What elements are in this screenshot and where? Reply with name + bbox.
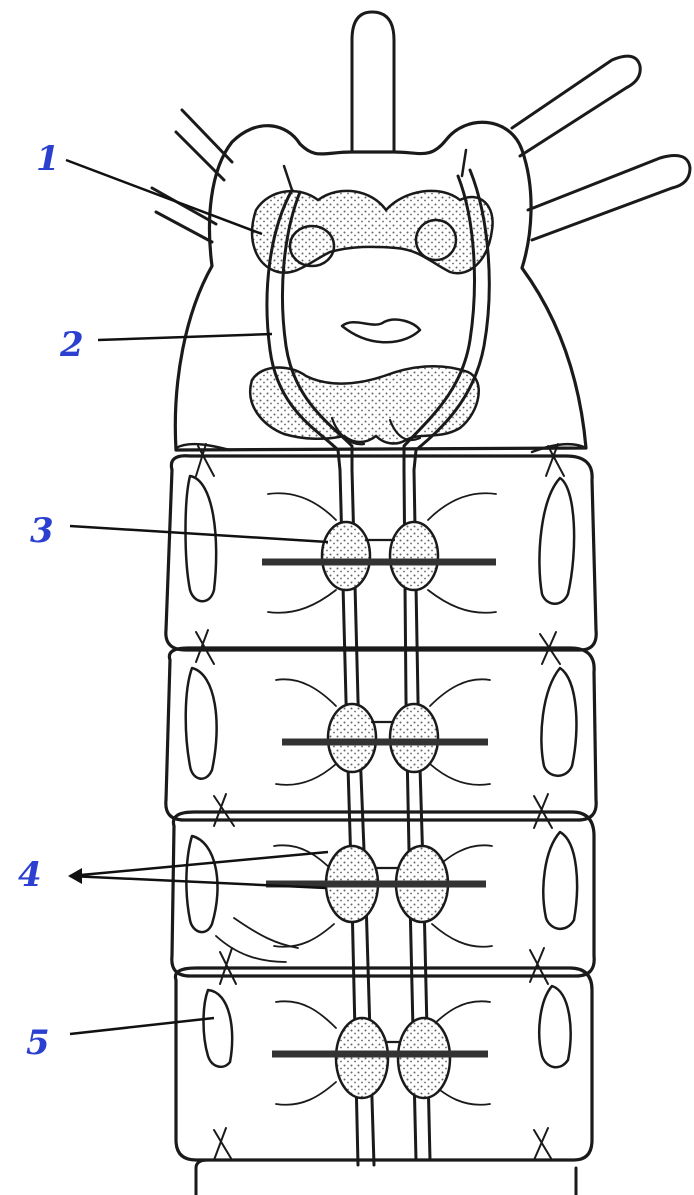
right-parapodium-2: [541, 668, 576, 776]
callout-line-5: [70, 1018, 214, 1034]
subpharyngeal-ganglion: [250, 366, 479, 443]
left-parapodium-3: [186, 836, 217, 932]
segment-5-start: [196, 1160, 208, 1195]
ganglion-left-2: [328, 704, 376, 772]
callout-label-2: 2: [59, 325, 84, 365]
right-parapodium-3: [543, 832, 577, 929]
ganglion-right-1: [390, 522, 438, 590]
segment-2: [166, 648, 596, 820]
callout-label-3: 3: [30, 511, 54, 551]
callout-label-5: 5: [26, 1023, 50, 1063]
ganglion-right-2: [390, 704, 438, 772]
callout-line-3: [70, 526, 328, 542]
median-antenna: [352, 12, 394, 152]
segment-1: [166, 456, 596, 650]
left-parapodium-4: [204, 990, 233, 1067]
right-parapodium-1: [539, 478, 574, 604]
cerebral-ganglia: [250, 191, 492, 444]
ganglion-left-4: [336, 1018, 388, 1098]
segment-ganglia: [322, 522, 450, 1098]
right-parapodium-4: [539, 986, 570, 1067]
mouth-opening: [342, 320, 420, 343]
callout-label-4: 4: [18, 855, 42, 895]
ventral-nerve-cord: [262, 470, 496, 1165]
ganglion-right-4: [398, 1018, 450, 1098]
right-tentacle-upper: [512, 56, 640, 156]
callout-label-1: 1: [36, 139, 60, 179]
ganglion-left-1: [322, 522, 370, 590]
right-tentacle-lower: [528, 156, 690, 240]
callout-line-1: [66, 160, 262, 234]
left-parapodium-1: [186, 476, 217, 601]
left-cirrus-lower: [152, 188, 216, 224]
segmental-nerves: [262, 562, 496, 1054]
left-parapodium-2: [186, 668, 217, 779]
